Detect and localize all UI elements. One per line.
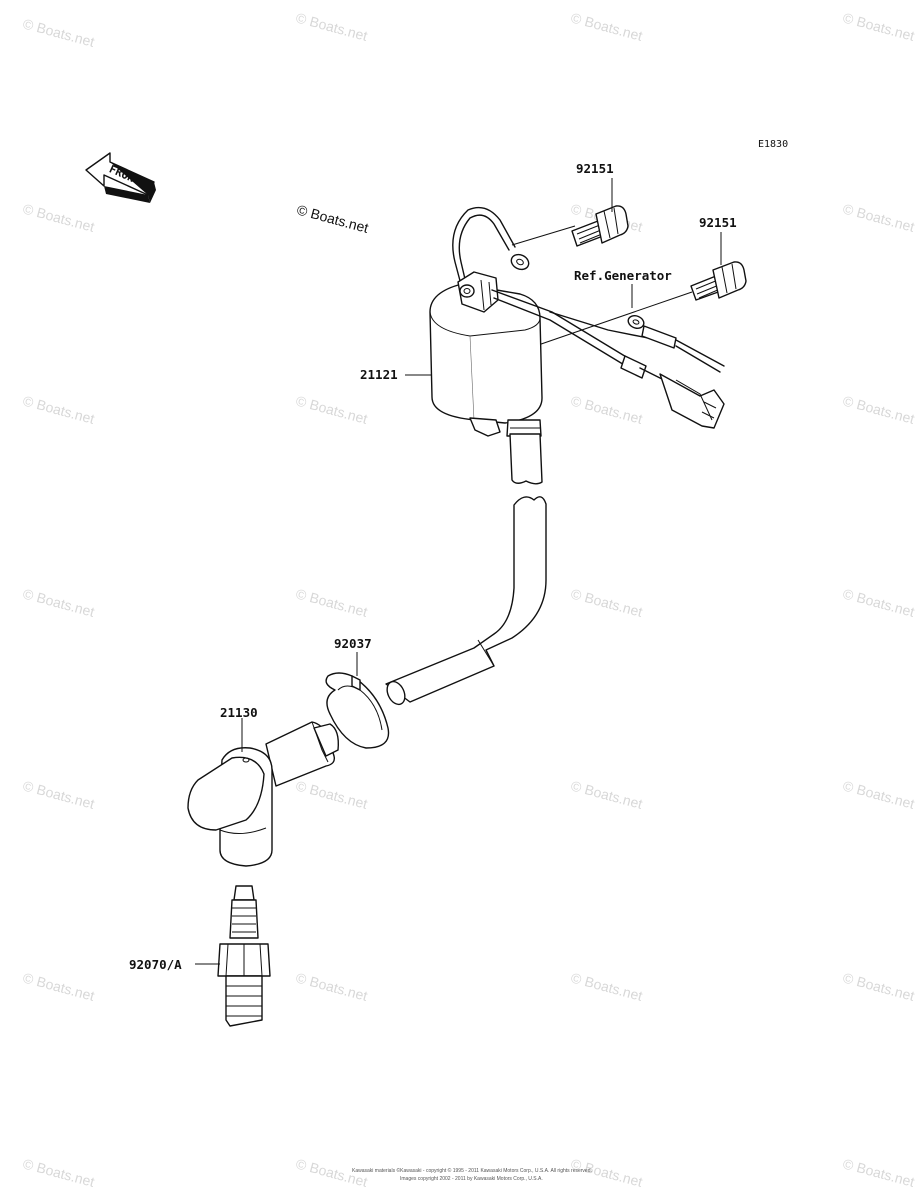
part-label-spark-plug: 92070/A (129, 957, 182, 972)
watermark: © Boats.net (569, 969, 644, 1003)
part-label-plug-cap: 21130 (220, 705, 258, 720)
copyright-text: © Boats.net (295, 201, 370, 235)
watermark: © Boats.net (841, 777, 916, 811)
watermark: © Boats.net (21, 585, 96, 619)
part-label-clamp: 92037 (334, 636, 372, 651)
watermark: © Boats.net (294, 969, 369, 1003)
watermark: © Boats.net (294, 777, 369, 811)
alignment-line (511, 225, 576, 246)
ref-generator-label: Ref.Generator (574, 268, 672, 283)
watermark: © Boats.net (21, 1155, 96, 1189)
hose-clamp (325, 672, 390, 749)
ht-lead (385, 496, 547, 706)
watermark: © Boats.net (21, 15, 96, 49)
coil-wiring (491, 289, 725, 429)
watermark: © Boats.net (841, 585, 916, 619)
watermark: © Boats.net (21, 777, 96, 811)
watermark: © Boats.net (569, 585, 644, 619)
part-label-ignition-coil: 21121 (360, 367, 398, 382)
watermark: © Boats.net (841, 969, 916, 1003)
watermark: © Boats.net (841, 9, 916, 43)
ignition-coil (429, 206, 543, 485)
watermark: © Boats.net (841, 200, 916, 234)
footer-copyright-line1: Kawasaki materials ©Kawasaki - copyright… (352, 1167, 592, 1174)
watermark: © Boats.net (841, 1155, 916, 1189)
bolt-upper (571, 205, 629, 247)
bolt-right (690, 261, 747, 301)
spark-plug-cap (187, 721, 340, 867)
footer-copyright-line2: Images copyright 2002 - 2011 by Kawasaki… (400, 1176, 543, 1182)
watermark-layer: © Boats.net © Boats.net © Boats.net © Bo… (21, 9, 916, 1189)
part-label-bolt-upper: 92151 (576, 161, 614, 176)
spark-plug (217, 885, 271, 1027)
watermark: © Boats.net (21, 969, 96, 1003)
part-label-bolt-right: 92151 (699, 215, 737, 230)
watermark: © Boats.net (569, 9, 644, 43)
diagram-code: E1830 (758, 139, 788, 150)
watermark: © Boats.net (21, 200, 96, 234)
watermark: © Boats.net (294, 9, 369, 43)
watermark: © Boats.net (294, 585, 369, 619)
watermark: © Boats.net (569, 777, 644, 811)
front-arrow-icon: FRONT (85, 152, 156, 203)
watermark: © Boats.net (21, 392, 96, 426)
watermark: © Boats.net (569, 392, 644, 426)
watermark: © Boats.net (841, 392, 916, 426)
watermark: © Boats.net (294, 392, 369, 426)
